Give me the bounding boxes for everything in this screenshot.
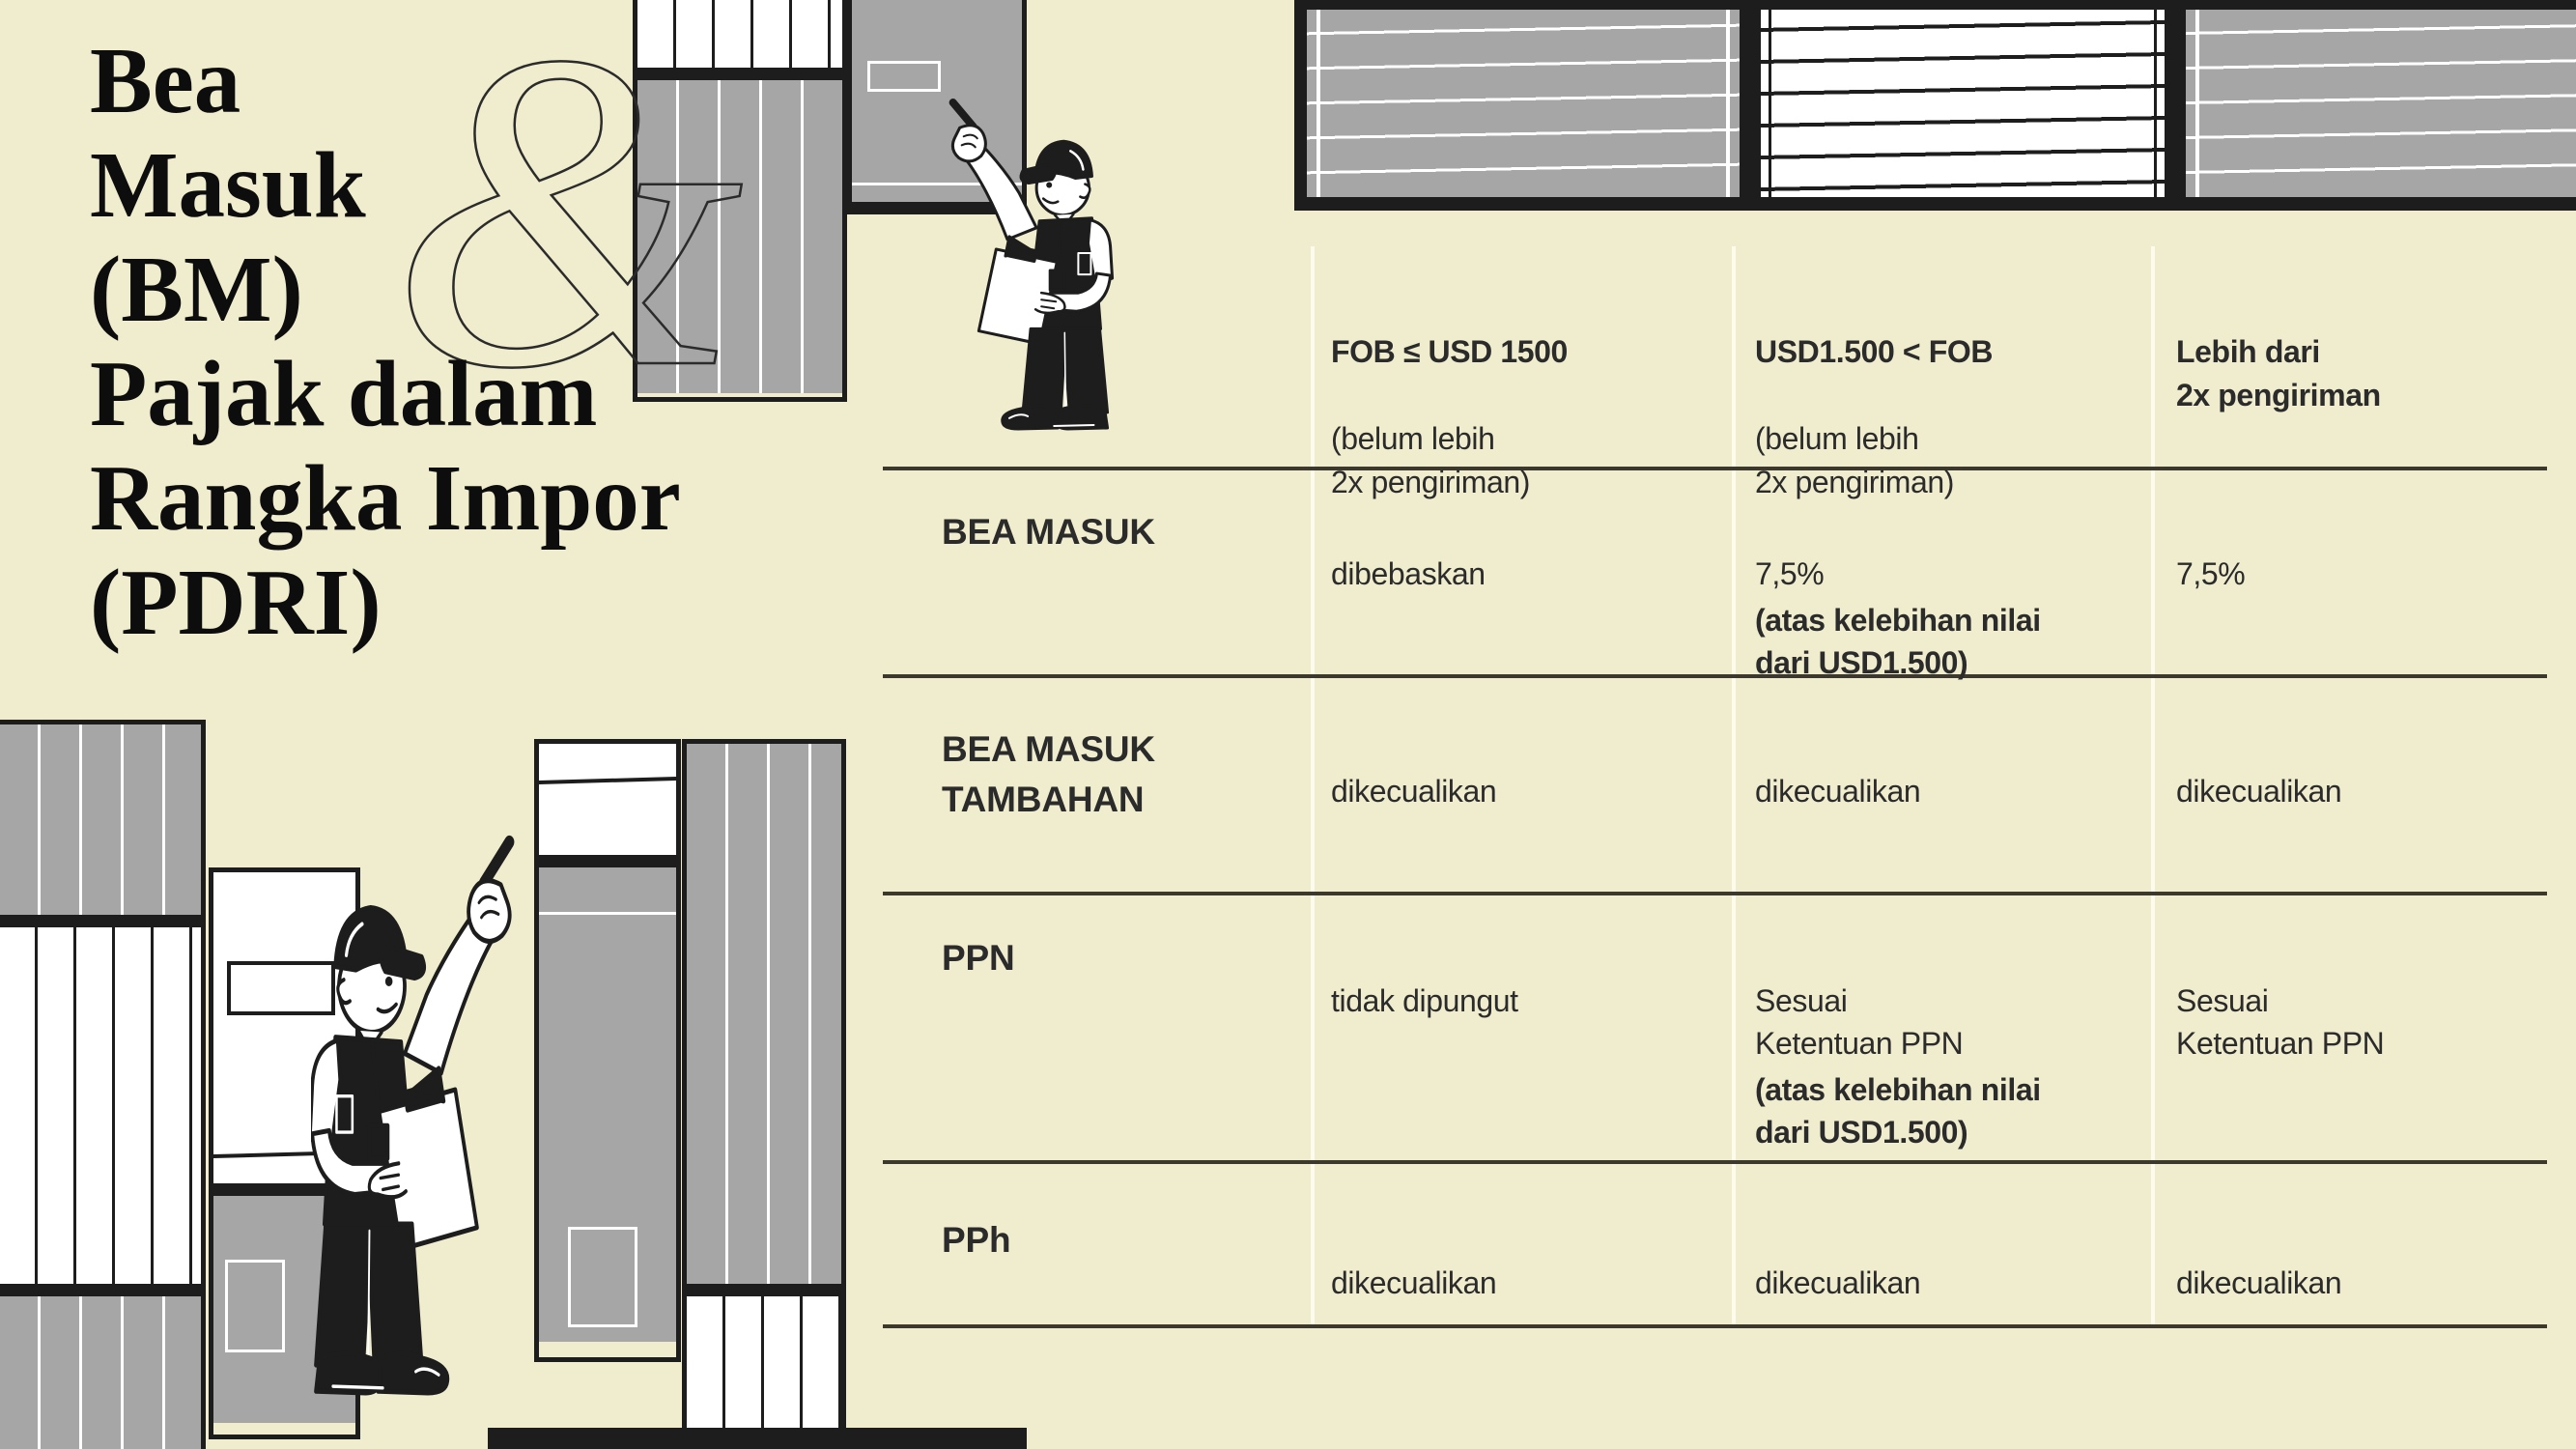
- cell-value: dibebaskan: [1331, 556, 1486, 591]
- column-divider: [1732, 246, 1736, 1326]
- column-divider: [2151, 246, 2155, 1326]
- row-label-pph: PPh: [942, 1220, 1011, 1260]
- table-cell: tidak dipungut: [1331, 937, 1727, 1065]
- ampersand-glyph: &: [390, 8, 745, 413]
- cell-value: tidak dipungut: [1331, 983, 1518, 1018]
- ground-bar: [488, 1428, 1027, 1449]
- row-label-bea-masuk: BEA MASUK: [942, 512, 1155, 552]
- table-cell: Sesuai Ketentuan PPN: [2176, 937, 2572, 1107]
- table-rule: [883, 1160, 2547, 1164]
- cell-value: Sesuai Ketentuan PPN: [2176, 983, 2385, 1061]
- cell-value: dikecualikan: [2176, 1265, 2342, 1300]
- page-title: Bea Masuk (BM) Pajak dalam Rangka Impor …: [90, 29, 681, 654]
- column-header-title: Lebih dari 2x pengiriman: [2176, 334, 2381, 412]
- container-stack-bottom-tall-icon: [682, 739, 846, 1449]
- container-band-top-right-icon: [1294, 0, 2576, 211]
- table-cell: dibebaskan: [1331, 510, 1727, 638]
- cell-value: dikecualikan: [2176, 774, 2342, 809]
- table-rule: [883, 467, 2547, 470]
- cell-value: dikecualikan: [1755, 1265, 1921, 1300]
- table-cell: 7,5% (atas kelebihan nilai dari USD1.500…: [1755, 510, 2151, 726]
- cell-value: dikecualikan: [1755, 774, 1921, 809]
- column-header-subtitle: (belum lebih 2x pengiriman): [1755, 421, 1955, 499]
- cell-value: 7,5%: [2176, 556, 2246, 591]
- table-cell: Sesuai Ketentuan PPN (atas kelebihan nil…: [1755, 937, 2151, 1196]
- ampersand-decoration: &: [384, 0, 751, 463]
- column-header-title: FOB ≤ USD 1500: [1331, 334, 1568, 369]
- column-header-3: Lebih dari 2x pengiriman: [2176, 287, 2576, 504]
- customs-officer-top-icon: [903, 92, 1125, 437]
- table-rule: [883, 1324, 2547, 1328]
- cell-value: Sesuai Ketentuan PPN: [1755, 983, 1964, 1061]
- row-label-bea-masuk-tambahan: BEA MASUK TAMBAHAN: [942, 729, 1155, 819]
- cell-value: 7,5%: [1755, 556, 1825, 591]
- row-label-ppn: PPN: [942, 938, 1015, 978]
- table-cell: dikecualikan: [2176, 727, 2572, 812]
- customs-officer-bottom-icon: [307, 824, 554, 1403]
- table-cell: 7,5%: [2176, 510, 2572, 638]
- table-rule: [883, 674, 2547, 678]
- table-rule: [883, 892, 2547, 895]
- table-cell: dikecualikan: [1331, 1219, 1727, 1304]
- cell-value: dikecualikan: [1331, 1265, 1497, 1300]
- column-header-subtitle: (belum lebih 2x pengiriman): [1331, 421, 1531, 499]
- cell-note: (atas kelebihan nilai dari USD1.500): [1755, 1072, 2041, 1150]
- table-cell: dikecualikan: [1331, 727, 1727, 812]
- column-header-2: USD1.500 < FOB (belum lebih 2x pengirima…: [1755, 287, 2161, 504]
- table-cell: dikecualikan: [1755, 727, 2151, 812]
- cell-note: (atas kelebihan nilai dari USD1.500): [1755, 603, 2041, 680]
- table-cell: dikecualikan: [1755, 1219, 2151, 1304]
- column-divider: [1311, 246, 1315, 1326]
- container-stack-top-left-icon: [633, 0, 847, 402]
- container-stack-behind-officer-icon: [534, 739, 681, 1362]
- column-header-1: FOB ≤ USD 1500 (belum lebih 2x pengirima…: [1331, 287, 1737, 504]
- container-stack-bottom-far-left-icon: [0, 720, 206, 1449]
- cell-value: dikecualikan: [1331, 774, 1497, 809]
- column-header-title: USD1.500 < FOB: [1755, 334, 1994, 369]
- table-cell: dikecualikan: [2176, 1219, 2572, 1304]
